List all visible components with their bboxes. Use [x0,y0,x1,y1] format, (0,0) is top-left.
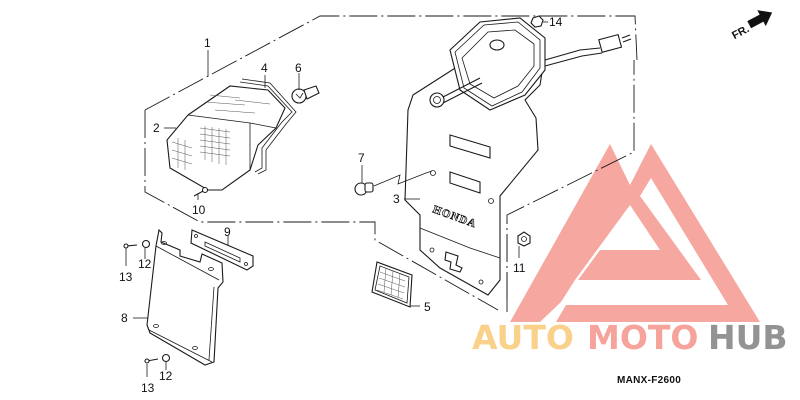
callout-10: 10 [192,203,206,217]
tail-lamp-lens [166,85,286,191]
bulb-icon [291,85,320,104]
callout-6: 6 [295,61,302,75]
leader-lines [125,21,548,377]
nut-icon [517,231,531,247]
callout-2: 2 [153,121,160,135]
callout-12b: 12 [159,369,173,383]
bracket [190,229,254,271]
arrow-right-icon [747,10,773,29]
watermark-logo-icon [510,144,760,322]
callout-14: 14 [549,15,563,29]
callout-9: 9 [224,225,231,239]
front-direction-indicator: FR. [730,10,773,42]
license-light-base: HONDA [404,17,632,296]
assembly-outline [144,15,638,312]
callout-13a: 13 [119,270,133,284]
bolt-icon [123,239,171,364]
front-label: FR. [730,23,751,42]
callout-12a: 12 [138,257,152,271]
callout-13b: 13 [141,381,155,395]
callout-7: 7 [358,151,365,165]
nut-icon [530,15,544,28]
reflector [371,261,413,308]
callout-8: 8 [121,311,128,325]
watermark-text: AUTO MOTO HUB [472,318,788,357]
license-plate-bracket [146,228,224,366]
callout-4: 4 [261,61,268,75]
callout-11: 11 [513,261,526,275]
figure-code: MANX-F2600 [617,375,681,386]
callout-labels: 1 2 3 4 5 6 7 8 9 10 11 12 12 13 13 14 [119,15,563,395]
watermark-moto: MOTO [587,318,698,357]
lamp-gasket [239,78,297,175]
grommet-icon [354,170,433,196]
screw-icon [193,186,209,197]
watermark-auto: AUTO [472,318,574,357]
watermark-hub: HUB [708,318,788,357]
callout-1: 1 [204,36,211,50]
callout-3: 3 [393,192,400,206]
callout-5: 5 [424,300,431,314]
